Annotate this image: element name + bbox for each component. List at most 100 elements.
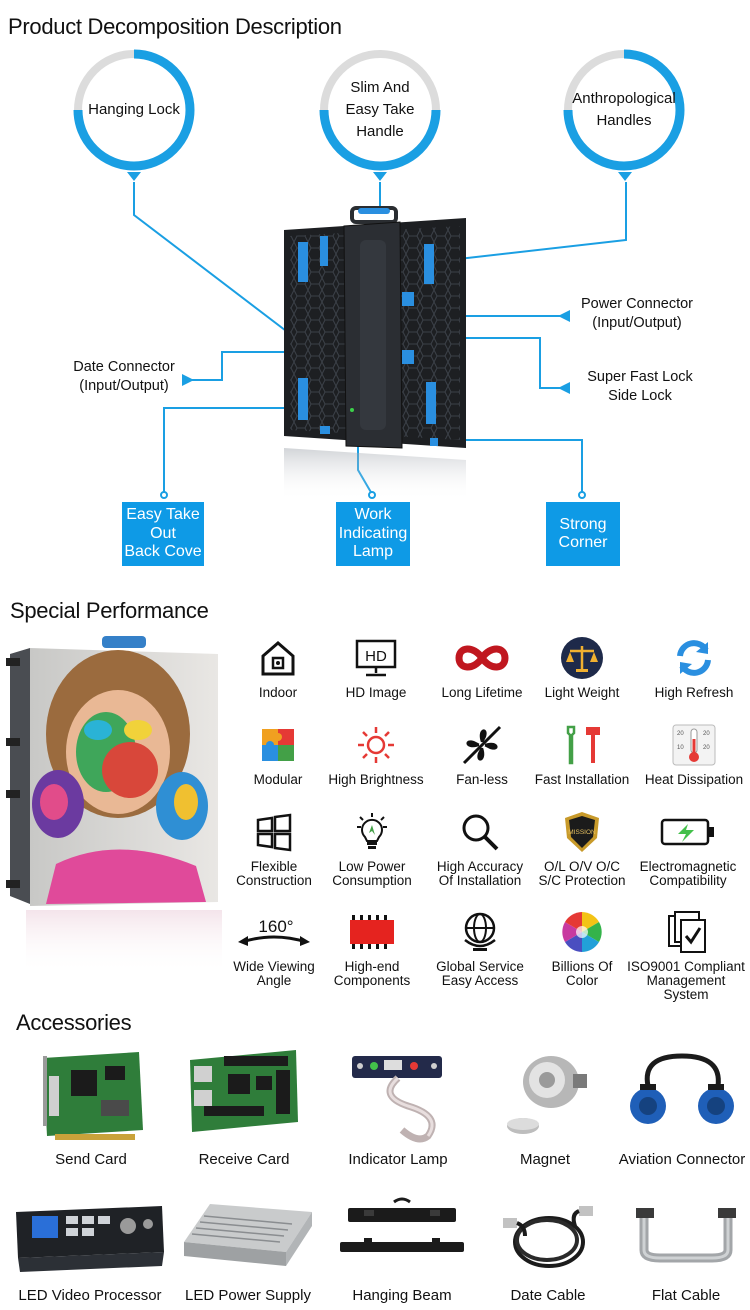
mission-badge-text: MISSION xyxy=(568,829,596,836)
feature-indoor: Indoor xyxy=(218,636,338,700)
accessory-video-processor: LED Video Processor xyxy=(8,1196,172,1304)
slim-handle-circle: Slim And Easy Take Handle xyxy=(318,48,442,172)
callout-dot xyxy=(160,491,168,499)
feature-label: Management System xyxy=(646,973,726,1002)
windows-icon xyxy=(256,813,292,852)
feature-label: Color xyxy=(565,973,599,988)
feature-fan-less: Fan-less xyxy=(422,723,542,787)
magnifier-icon xyxy=(462,814,499,851)
feature-protection: MISSION O/L O/V O/C S/C Protection xyxy=(522,810,642,888)
feature-label: Global Service xyxy=(436,959,524,974)
feature-high-accuracy: High Accuracy Of Installation xyxy=(420,810,540,888)
easy-take-out-line: Easy Take xyxy=(126,506,200,524)
feature-label: Wide Viewing xyxy=(233,959,315,974)
shield-icon: MISSION xyxy=(565,812,599,852)
feature-light-weight: Light Weight xyxy=(522,636,642,700)
angle-badge-text: 160° xyxy=(258,917,293,936)
feature-label: High Accuracy xyxy=(436,859,524,874)
side-lock-sub: Side Lock xyxy=(608,388,672,404)
arrow-left xyxy=(558,310,570,322)
send-card-icon xyxy=(43,1052,143,1140)
svg-text:20: 20 xyxy=(677,731,684,737)
bulb-icon xyxy=(357,813,387,849)
feature-label: Fan-less xyxy=(456,772,508,787)
certificate-icon xyxy=(668,911,706,953)
product-photo xyxy=(6,636,222,974)
hd-monitor-icon: HD xyxy=(355,639,397,677)
receive-card-icon xyxy=(190,1050,298,1132)
strong-corner-box: Strong Corner xyxy=(546,502,620,566)
accessory-label: Indicator Lamp xyxy=(348,1151,448,1168)
slim-handle-label: Slim And Easy Take Handle xyxy=(345,79,415,140)
arrow-left xyxy=(558,382,570,394)
chip-icon xyxy=(350,915,394,949)
svg-text:20: 20 xyxy=(703,745,710,751)
hanging-lock-circle: Hanging Lock xyxy=(72,48,196,172)
infinity-icon xyxy=(455,645,509,671)
house-icon xyxy=(261,641,295,676)
indicator-lamp-icon xyxy=(352,1056,442,1143)
feature-electromagnetic: Electromagnetic Compatibility xyxy=(628,810,748,888)
feature-heat-dissipation: 20 20 10 20 Heat Dissipation xyxy=(634,723,750,787)
feature-high-end-components: High-end Components xyxy=(312,910,432,988)
feature-label: Angle xyxy=(256,973,292,988)
feature-billions-color: Billions Of Color xyxy=(522,910,642,988)
feature-label: Consumption xyxy=(332,873,412,888)
accessory-label: Aviation Connector xyxy=(618,1151,746,1168)
side-lock-label: Super Fast Lock Side Lock xyxy=(574,368,706,406)
feature-global-service: Global Service Easy Access xyxy=(420,910,540,988)
feature-label: Electromagnetic xyxy=(639,859,737,874)
date-connector-sub: (Input/Output) xyxy=(79,378,169,394)
battery-icon xyxy=(660,818,714,846)
fan-icon xyxy=(462,725,502,765)
hanging-beam-icon xyxy=(340,1197,464,1252)
feature-wide-viewing: 160° Wide Viewing Angle xyxy=(214,910,334,988)
video-processor-icon xyxy=(16,1206,164,1272)
feature-high-refresh: High Refresh xyxy=(634,636,750,700)
accessory-label: Receive Card xyxy=(198,1151,290,1168)
feature-label: Heat Dissipation xyxy=(644,772,744,787)
pointer-triangle xyxy=(373,172,387,181)
feature-label: Light Weight xyxy=(544,685,620,700)
easy-take-out-line: Back Cove xyxy=(124,543,202,561)
led-cabinet-image xyxy=(284,206,466,500)
accessory-send-card: Send Card xyxy=(30,1046,152,1168)
accessory-date-cable: Date Cable xyxy=(494,1196,602,1304)
accessory-label: LED Video Processor xyxy=(18,1287,162,1304)
color-wheel-icon xyxy=(562,912,602,952)
feature-low-power: Low Power Consumption xyxy=(312,810,432,888)
feature-label: Modular xyxy=(253,772,303,787)
anthro-handles-label: Anthropological Handles xyxy=(572,90,676,129)
aviation-connector-icon xyxy=(630,1053,734,1124)
performance-title: Special Performance xyxy=(10,598,209,623)
feature-label: Construction xyxy=(236,873,312,888)
feature-label: Of Installation xyxy=(438,873,522,888)
feature-label: High Refresh xyxy=(654,685,734,700)
refresh-icon xyxy=(677,640,711,676)
feature-label: High-end xyxy=(344,959,400,974)
feature-label: O/L O/V O/C xyxy=(543,859,621,874)
feature-flexible-construction: Flexible Construction xyxy=(214,810,334,888)
accessory-label: Magnet xyxy=(519,1151,571,1168)
strong-corner-line: Corner xyxy=(558,534,608,551)
accessory-flat-cable: Flat Cable xyxy=(626,1196,746,1304)
power-connector-sub: (Input/Output) xyxy=(592,315,682,331)
globe-icon xyxy=(464,912,496,951)
thermometer-icon: 20 20 10 20 xyxy=(672,724,716,766)
feature-hd-image: HD HD Image xyxy=(316,636,436,700)
accessory-label: LED Power Supply xyxy=(185,1287,311,1304)
accessory-label: Flat Cable xyxy=(651,1287,721,1304)
accessory-receive-card: Receive Card xyxy=(182,1046,306,1168)
svg-text:20: 20 xyxy=(703,731,710,737)
easy-take-out-line: Out xyxy=(150,524,176,542)
hanging-lock-label: Hanging Lock xyxy=(88,101,180,118)
anthro-handles-circle: Anthropological Handles xyxy=(562,48,686,172)
feature-modular: Modular xyxy=(218,723,338,787)
callout-dot xyxy=(578,491,586,499)
accessory-label: Date Cable xyxy=(510,1287,586,1304)
feature-label: Billions Of xyxy=(551,959,613,974)
accessories-title: Accessories xyxy=(16,1010,132,1035)
feature-iso9001: ISO9001 Compliant Management System xyxy=(626,910,746,1002)
svg-text:10: 10 xyxy=(677,745,684,751)
puzzle-icon xyxy=(262,729,294,761)
